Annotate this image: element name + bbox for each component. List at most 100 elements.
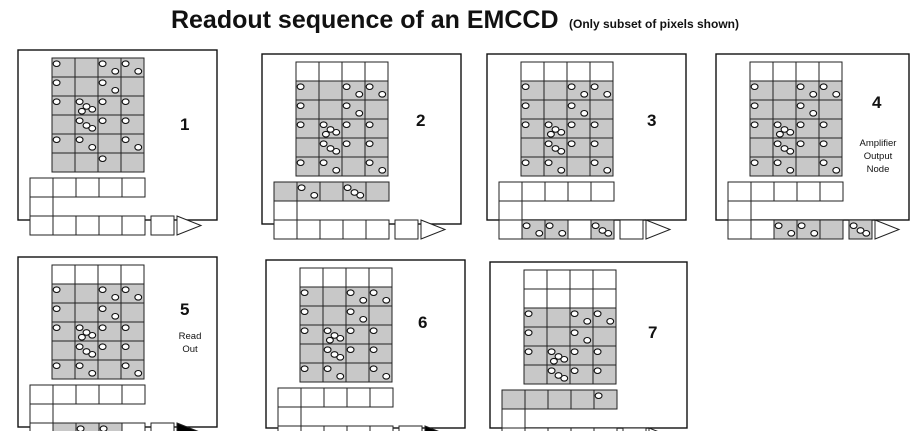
charge-electron bbox=[378, 90, 387, 98]
charge-electron bbox=[558, 229, 567, 237]
serial-register-cell bbox=[796, 181, 821, 202]
charge-electron bbox=[82, 348, 91, 355]
image-pixel bbox=[74, 264, 99, 285]
panel-number: 4 bbox=[872, 93, 882, 112]
charge-electron bbox=[594, 392, 603, 400]
serial-register-cell bbox=[121, 384, 146, 405]
annotation-line: Node bbox=[867, 164, 890, 175]
charge-electron bbox=[342, 121, 351, 129]
amplifier-node-cell bbox=[150, 422, 175, 431]
charge-electron bbox=[787, 229, 796, 237]
serial-register-cell bbox=[727, 181, 752, 202]
amplifier-triangle bbox=[420, 219, 447, 240]
charge-electron bbox=[369, 289, 378, 297]
charge-electron bbox=[98, 155, 107, 163]
charge-electron bbox=[52, 286, 61, 294]
charge-electron bbox=[365, 140, 374, 148]
charge-electron bbox=[551, 145, 560, 152]
charge-electron bbox=[346, 289, 355, 297]
charge-electron bbox=[75, 136, 84, 144]
charge-electron bbox=[111, 86, 120, 94]
image-pixel bbox=[364, 99, 389, 120]
annotation-line: Read bbox=[179, 331, 202, 342]
charge-electron bbox=[52, 60, 61, 68]
charge-electron bbox=[121, 286, 130, 294]
gain-register-cell bbox=[547, 427, 572, 431]
serial-register-cell bbox=[501, 408, 526, 429]
serial-register-cell bbox=[819, 181, 844, 202]
gain-register-cell bbox=[567, 219, 592, 240]
charge-electron bbox=[774, 222, 783, 230]
serial-register-cell bbox=[29, 384, 54, 405]
charge-electron bbox=[593, 367, 602, 375]
gain-register-cell bbox=[29, 215, 54, 236]
serial-register-cell bbox=[75, 384, 100, 405]
amplifier-node-cell bbox=[150, 215, 175, 236]
image-pixel bbox=[546, 326, 571, 347]
charge-electron bbox=[297, 184, 306, 192]
image-pixel bbox=[345, 362, 370, 383]
image-pixel bbox=[295, 61, 320, 82]
gain-register-cell bbox=[277, 425, 302, 431]
amplifier-node-cell bbox=[394, 219, 419, 240]
charge-electron bbox=[346, 327, 355, 335]
image-pixel bbox=[51, 114, 76, 135]
charge-electron bbox=[544, 140, 553, 148]
charge-electron bbox=[323, 365, 332, 373]
title-text: Readout sequence of an EMCCD bbox=[170, 6, 559, 34]
panel-number: 7 bbox=[648, 323, 657, 342]
charge-electron bbox=[310, 191, 319, 199]
serial-register-cell bbox=[501, 389, 526, 410]
charge-electron bbox=[88, 369, 97, 377]
charge-electron bbox=[111, 312, 120, 320]
panel-1: 1 bbox=[17, 49, 218, 236]
image-pixel bbox=[318, 80, 343, 101]
charge-electron bbox=[359, 315, 368, 323]
serial-register-cell bbox=[544, 181, 569, 202]
image-pixel bbox=[592, 269, 617, 290]
charge-electron bbox=[775, 130, 784, 138]
annotation-line: Amplifier bbox=[860, 138, 897, 149]
charge-electron bbox=[570, 329, 579, 337]
image-pixel bbox=[520, 137, 545, 158]
gain-register-cell bbox=[319, 219, 344, 240]
charge-electron bbox=[99, 425, 108, 431]
serial-register-cell bbox=[29, 196, 54, 217]
serial-register-cell bbox=[567, 181, 592, 202]
gain-register-cell bbox=[296, 219, 321, 240]
image-pixel bbox=[749, 61, 774, 82]
image-pixel bbox=[523, 269, 548, 290]
charge-electron bbox=[544, 159, 553, 167]
gain-register-cell bbox=[346, 425, 371, 431]
serial-register-cell bbox=[773, 181, 798, 202]
charge-electron bbox=[849, 222, 858, 230]
charge-electron bbox=[819, 83, 828, 91]
image-pixel bbox=[772, 80, 797, 101]
image-pixel bbox=[566, 156, 591, 177]
panel-number: 5 bbox=[180, 300, 189, 319]
gain-register-cell bbox=[121, 422, 146, 431]
serial-register-cell bbox=[319, 181, 344, 202]
charge-electron bbox=[359, 296, 368, 304]
charge-electron bbox=[567, 140, 576, 148]
gain-register-cell bbox=[524, 427, 549, 431]
panel-2: 2 bbox=[261, 53, 462, 240]
charge-electron bbox=[111, 67, 120, 75]
amplifier-node-cell bbox=[622, 427, 647, 431]
image-pixel bbox=[818, 61, 843, 82]
serial-register-cell bbox=[52, 177, 77, 198]
image-pixel bbox=[97, 264, 122, 285]
charge-electron bbox=[121, 136, 130, 144]
charge-electron bbox=[98, 324, 107, 332]
image-pixel bbox=[120, 302, 145, 323]
charge-electron bbox=[52, 305, 61, 313]
serial-register-cell bbox=[369, 387, 394, 408]
image-pixel bbox=[299, 343, 324, 364]
gain-register-cell bbox=[369, 425, 394, 431]
charge-electron bbox=[780, 145, 789, 152]
image-pixel bbox=[74, 57, 99, 78]
charge-electron bbox=[544, 121, 553, 129]
image-pixel bbox=[318, 99, 343, 120]
charge-electron bbox=[319, 140, 328, 148]
